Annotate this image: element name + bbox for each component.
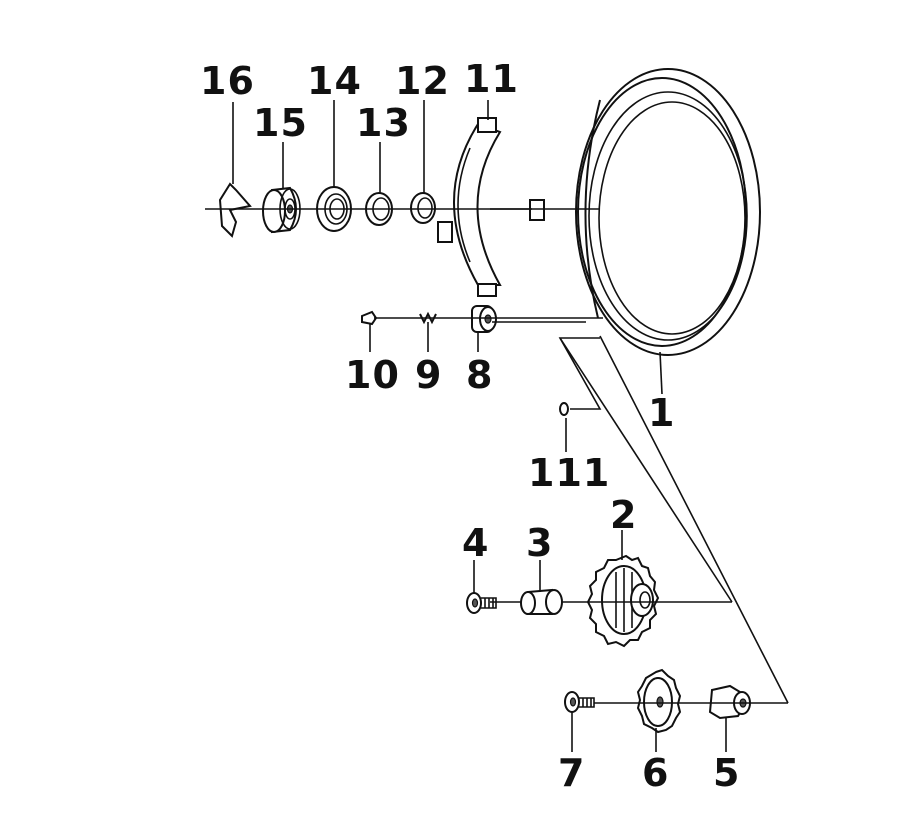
callout-16: 16	[200, 59, 255, 103]
part-12-ring	[410, 192, 436, 224]
callout-13: 13	[356, 101, 411, 145]
part-5-hub	[708, 684, 751, 720]
part-4-screw	[466, 592, 497, 614]
callout-7: 7	[558, 751, 585, 795]
part-11-half-clamp	[437, 117, 545, 297]
leader-lines	[232, 100, 727, 752]
callout-11: 11	[464, 57, 519, 101]
part-10-screw	[361, 310, 378, 326]
part-6-small-gear	[636, 668, 682, 734]
part-8-bushing	[471, 305, 497, 333]
part-1-ring-housing	[575, 68, 761, 356]
part-16-clip	[218, 182, 252, 238]
callout-14: 14	[307, 59, 362, 103]
callout-1: 1	[648, 391, 675, 435]
part-9-spring	[419, 311, 437, 325]
part-2-gear	[586, 554, 660, 648]
part-15-cup	[262, 186, 301, 234]
callout-8: 8	[466, 353, 493, 397]
callout-3: 3	[526, 521, 553, 565]
callout-5: 5	[713, 751, 740, 795]
callout-15: 15	[253, 101, 308, 145]
callout-6: 6	[642, 751, 669, 795]
part-111-o-ring	[559, 402, 569, 416]
leader-111	[558, 337, 602, 410]
part-7-screw	[564, 691, 595, 713]
callout-4: 4	[462, 521, 489, 565]
part-3-sleeve	[520, 588, 563, 615]
callout-111: 111	[528, 451, 610, 495]
callout-9: 9	[415, 353, 442, 397]
callout-2: 2	[610, 493, 637, 537]
callout-12: 12	[395, 59, 450, 103]
assembly-bracket	[599, 335, 789, 704]
callout-10: 10	[345, 353, 400, 397]
